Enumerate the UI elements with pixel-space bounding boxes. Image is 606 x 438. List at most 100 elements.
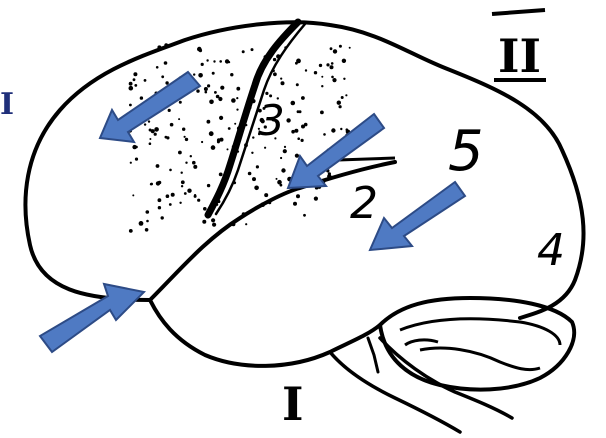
stipple-dot xyxy=(197,199,200,202)
stipple-dot xyxy=(129,104,132,107)
stipple-dot xyxy=(331,128,335,132)
stipple-dot xyxy=(149,138,151,140)
stipple-dot xyxy=(340,128,342,130)
stipple-dot xyxy=(276,178,278,180)
stipple-dot xyxy=(178,151,182,155)
stipple-dot xyxy=(234,123,236,125)
stipple-dot xyxy=(144,123,146,125)
stipple-dot xyxy=(129,229,133,233)
stipple-dot xyxy=(349,47,351,49)
stipple-dot xyxy=(158,198,162,202)
stipple-dot xyxy=(179,202,181,204)
stipple-dot xyxy=(129,82,133,86)
arrow-temporal xyxy=(370,182,465,250)
stipple-dot xyxy=(281,168,285,172)
stipple-dot xyxy=(135,146,138,149)
stipple-dot xyxy=(201,63,204,66)
label-i-bottom: I xyxy=(282,377,304,431)
stipple-dot xyxy=(212,223,216,227)
stipple-dot xyxy=(181,172,183,174)
stipple-dot xyxy=(130,162,132,164)
stipple-dot xyxy=(264,193,268,197)
stipple-dot xyxy=(225,59,229,63)
stipple-dot xyxy=(265,92,268,95)
stipple-dot xyxy=(301,96,305,100)
stipple-dot xyxy=(148,120,150,122)
stipple-dot xyxy=(182,128,185,131)
stipple-dot xyxy=(273,58,276,61)
stipple-dot xyxy=(252,177,256,181)
stipple-dot xyxy=(280,157,282,159)
stipple-dot xyxy=(168,109,171,112)
stipple-dot xyxy=(303,214,306,217)
stipple-dot xyxy=(184,136,186,138)
arrow-frontal xyxy=(100,72,200,142)
stipple-dot xyxy=(345,94,347,96)
stipple-dot xyxy=(213,60,215,62)
stipple-dot xyxy=(135,158,138,161)
stipple-dot xyxy=(207,120,211,124)
stipple-dot xyxy=(171,193,175,197)
stipple-dot xyxy=(187,189,191,193)
stipple-dot xyxy=(199,49,202,52)
stipple-dot xyxy=(291,130,295,134)
stipple-dot xyxy=(297,137,300,140)
stipple-dot xyxy=(339,45,342,48)
brainstem xyxy=(330,338,512,432)
stipple-dot xyxy=(332,78,336,82)
stipple-dot xyxy=(165,81,168,84)
stipple-dot xyxy=(156,66,159,69)
stipple-dot xyxy=(295,154,299,158)
stipple-dot xyxy=(331,62,334,65)
stipple-dot xyxy=(204,87,208,91)
stipple-dot xyxy=(296,194,300,198)
pointer-line xyxy=(368,338,378,372)
stipple-dot xyxy=(196,89,199,92)
label-2: 2 xyxy=(350,178,378,229)
stipple-dot xyxy=(284,146,286,148)
stipple-dot xyxy=(201,141,203,143)
label-4: 4 xyxy=(537,225,565,276)
stipple-dot xyxy=(236,97,238,99)
stipple-dot xyxy=(205,91,208,94)
stipple-dot xyxy=(150,183,153,186)
stipple-dot xyxy=(339,105,342,108)
stipple-dot xyxy=(251,152,253,154)
stipple-dot xyxy=(145,228,149,232)
temporal-lobe-outline xyxy=(150,300,380,366)
stipple-dot xyxy=(314,197,318,201)
stipple-dot xyxy=(273,72,277,76)
stipple-dot xyxy=(164,61,168,65)
stipple-dot xyxy=(326,63,329,66)
stipple-dot xyxy=(294,129,298,133)
stipple-dot xyxy=(323,133,326,136)
stipple-dot xyxy=(144,79,147,82)
stipple-dot xyxy=(146,220,149,223)
stipple-dot xyxy=(291,101,296,106)
stipple-dot xyxy=(283,149,287,153)
stipple-dot xyxy=(211,145,216,150)
stipple-dot xyxy=(296,83,299,86)
stipple-dot xyxy=(216,95,220,99)
stipple-dot xyxy=(212,72,215,75)
stipple-dot xyxy=(132,194,134,196)
stipple-dot xyxy=(341,96,344,99)
stipple-dot xyxy=(149,129,152,132)
stipple-dot xyxy=(219,173,223,177)
stipple-dot xyxy=(161,216,164,219)
label-3: 3 xyxy=(258,96,285,145)
stipple-dot xyxy=(305,69,307,71)
stipple-dot xyxy=(133,72,137,76)
stipple-dot xyxy=(206,59,208,61)
stipple-dot xyxy=(154,127,159,132)
stipple-dot xyxy=(170,123,174,127)
label-ii: II xyxy=(498,29,541,83)
stipple-dot xyxy=(214,91,217,94)
stipple-dot xyxy=(227,148,229,150)
stipple-dot xyxy=(219,116,223,120)
stipple-dot xyxy=(209,100,214,105)
stipple-dot xyxy=(280,78,282,80)
stipple-dot xyxy=(185,162,187,164)
stipple-dot xyxy=(297,110,300,113)
